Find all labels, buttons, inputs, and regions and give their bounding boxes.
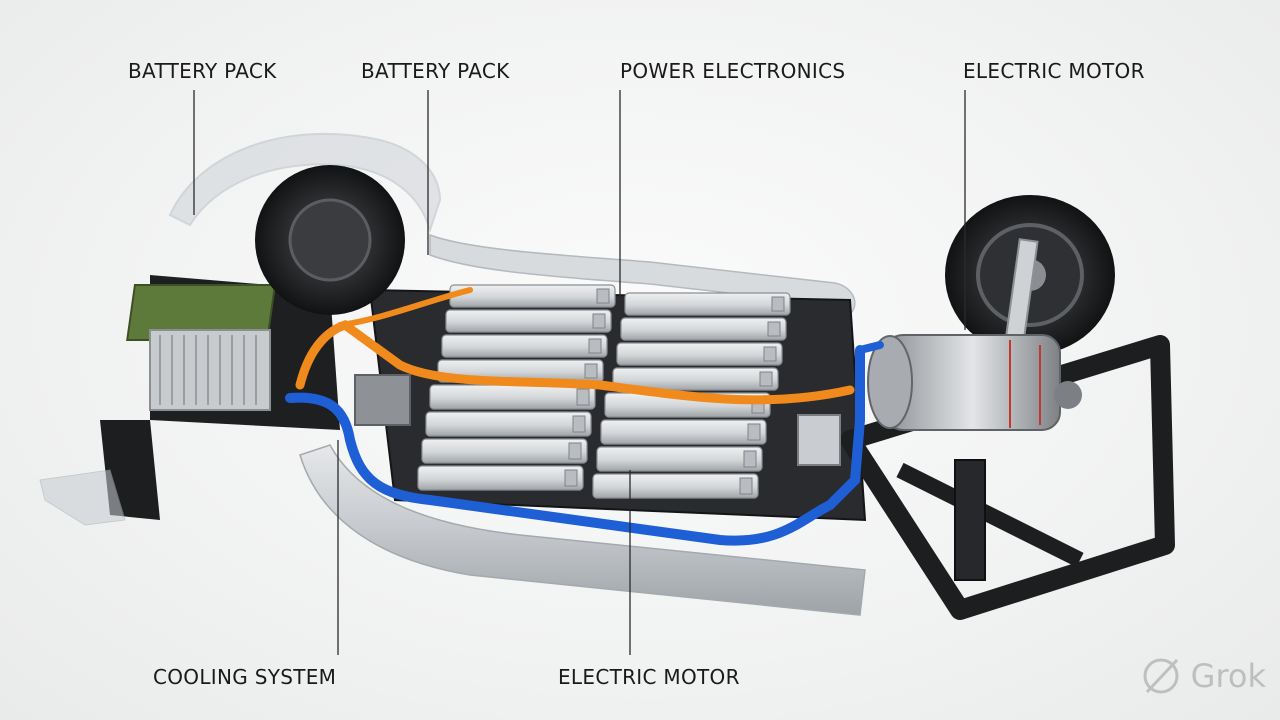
callout-label: ELECTRIC MOTOR [558, 665, 740, 689]
motor-controller-box [797, 414, 841, 466]
front-lower-arm [896, 462, 1084, 568]
high-voltage-cable [295, 319, 855, 405]
callout-label: COOLING SYSTEM [153, 665, 337, 689]
coolant-hose [856, 341, 884, 354]
callout-label: POWER ELECTRONICS [620, 59, 846, 83]
battery-module [421, 438, 588, 464]
battery-module [596, 446, 763, 472]
grok-watermark: Grok [1139, 654, 1266, 698]
battery-module-terminal [592, 313, 606, 329]
battery-module-terminal [739, 477, 753, 495]
battery-module-terminal [747, 423, 761, 441]
junction-box [354, 374, 411, 426]
battery-module-terminal [743, 450, 757, 468]
callout-leader-lines [193, 90, 966, 655]
battery-module [445, 309, 612, 333]
battery-module [624, 292, 791, 316]
motor-end-cap [867, 335, 913, 429]
rear-transparent-panel [39, 469, 126, 526]
rear-fender-shell [168, 132, 442, 234]
front-strut [954, 459, 986, 581]
battery-module [612, 367, 779, 391]
battery-module [425, 411, 592, 437]
callout-label: BATTERY PACK [361, 59, 510, 83]
battery-module [429, 384, 596, 410]
heatsink-fins [159, 335, 257, 405]
battery-module [417, 465, 584, 491]
grok-logo-icon [1143, 658, 1179, 694]
inverter-heatsink [149, 329, 271, 411]
callout-label: ELECTRIC MOTOR [963, 59, 1145, 83]
battery-modules [417, 284, 791, 499]
motor-shaft [1054, 381, 1082, 409]
battery-module [441, 334, 608, 358]
battery-module-terminal [771, 296, 785, 312]
battery-module [600, 419, 767, 445]
battery-module-terminal [759, 371, 773, 387]
body-sill [299, 444, 866, 616]
battery-module-terminal [564, 469, 578, 487]
battery-module [592, 473, 759, 499]
coolant-hose [285, 345, 865, 546]
battery-module-terminal [568, 442, 582, 460]
battery-module-terminal [576, 388, 590, 406]
battery-module-terminal [763, 346, 777, 362]
battery-module-terminal [588, 338, 602, 354]
rear-wheel-hub [288, 198, 372, 282]
battery-module-terminal [572, 415, 586, 433]
battery-module [620, 317, 787, 341]
battery-module-terminal [767, 321, 781, 337]
watermark-text: Grok [1190, 657, 1266, 695]
battery-module [449, 284, 616, 308]
battery-module [616, 342, 783, 366]
callout-label: BATTERY PACK [128, 59, 277, 83]
high-voltage-cable [337, 287, 473, 328]
battery-module-terminal [596, 288, 610, 304]
battery-module-terminal [584, 363, 598, 379]
